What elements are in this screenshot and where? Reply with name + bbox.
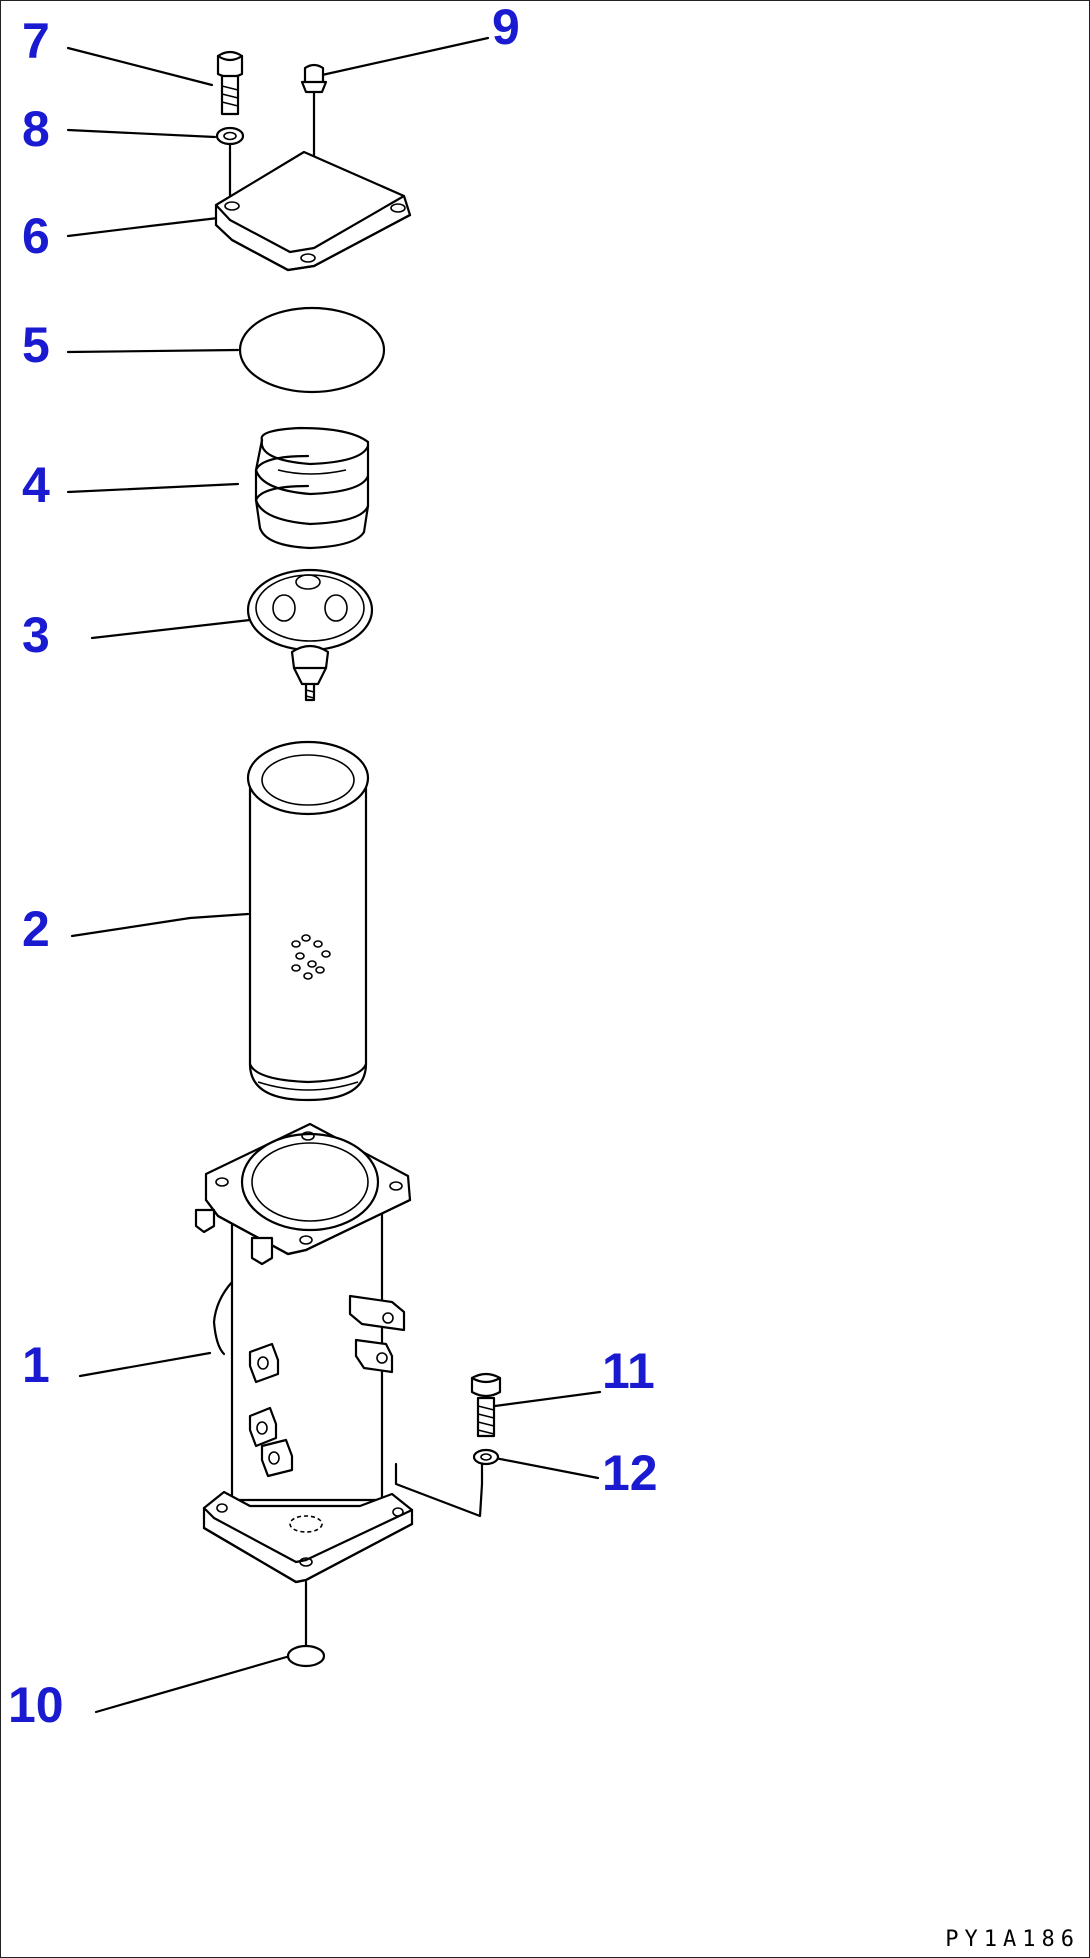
- callout-label-12: 12: [602, 1445, 658, 1501]
- callout-label-10: 10: [8, 1677, 64, 1733]
- o-ring-5: [238, 306, 386, 394]
- callout-label-2: 2: [22, 901, 50, 957]
- valve-plate-3: [246, 568, 374, 702]
- callout-label-11: 11: [602, 1343, 655, 1399]
- washer-12: [472, 1448, 500, 1486]
- callout-label-5: 5: [22, 317, 50, 373]
- filter-logo-mark: [291, 934, 331, 980]
- bolt-7: [216, 50, 244, 116]
- leader-lines: [66, 36, 602, 1714]
- callout-label-6: 6: [22, 208, 50, 264]
- callout-label-8: 8: [22, 101, 50, 157]
- callout-label-4: 4: [22, 457, 50, 513]
- plug-10: [286, 1580, 326, 1668]
- callout-label-3: 3: [22, 607, 50, 663]
- callout-label-7: 7: [22, 13, 50, 69]
- cover-6: [214, 150, 412, 272]
- housing-1: [194, 1122, 484, 1584]
- filter-element-2: [246, 740, 370, 1102]
- washer-8: [215, 126, 245, 198]
- bolt-11: [470, 1372, 502, 1438]
- callout-labels: 7 9 8 6 5 4 3 2 1 11 12 10: [8, 0, 658, 1733]
- spring-4: [254, 426, 370, 550]
- drawing-code: PY1A186: [945, 1927, 1080, 1952]
- callout-label-1: 1: [22, 1337, 50, 1393]
- callout-label-9: 9: [492, 0, 520, 55]
